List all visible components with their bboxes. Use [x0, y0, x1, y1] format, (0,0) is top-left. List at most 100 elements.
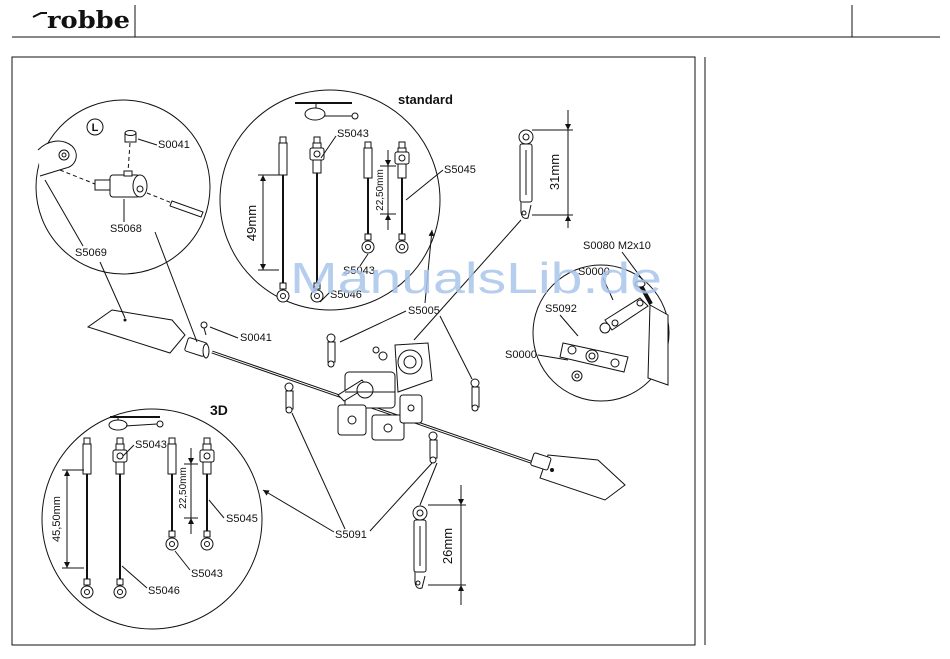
rotor-head-assembly: [338, 343, 432, 440]
ball-link-screw-shaft: [204, 328, 206, 335]
flybar-link-left: [285, 383, 293, 413]
flybar-end: [170, 201, 203, 217]
link-ball: [327, 334, 335, 342]
label-s5005: S5005: [408, 305, 440, 317]
dimension-lower-link: 26mm: [440, 528, 455, 564]
assembly-dashed-line: [60, 170, 100, 186]
flybar-rod-highlight: [212, 352, 548, 468]
detail-bubble-paddle-adapter: L S0041 S5068 S5069: [36, 100, 210, 274]
leader-line: [340, 311, 406, 342]
arm-hole: [611, 359, 619, 367]
label-s0080: S0080 M2x10: [583, 240, 651, 252]
label-s5091: S5091: [335, 529, 367, 541]
flybar-link-right-upper: [471, 379, 479, 411]
pushrod-short-c: [362, 142, 374, 253]
helicopter-icon: [295, 103, 358, 120]
washout-pivot: [348, 416, 356, 424]
page-header: robbe: [12, 5, 940, 37]
assembly-dashed-line: [147, 193, 172, 203]
dimension-upper-link: 31mm: [547, 154, 562, 190]
rod-lower-sleeve: [169, 531, 175, 537]
rod-lower-sleeve: [280, 283, 286, 289]
tail-rotor: [352, 113, 358, 119]
link-ball: [471, 379, 479, 387]
ball-socket-bore: [399, 155, 405, 161]
setup-title-3d: 3D: [210, 402, 228, 418]
ball-socket-bore: [314, 151, 320, 157]
label-s5092: S5092: [545, 303, 577, 315]
assembly-dashed-line: [128, 143, 130, 172]
head-hub-bore: [404, 356, 416, 368]
rod-tip: [314, 137, 320, 143]
link-ball: [429, 432, 437, 440]
adapter-hole: [137, 186, 143, 192]
rod-eye-bore: [170, 542, 175, 547]
link-eye-bore: [417, 510, 423, 516]
rod-lower-sleeve: [399, 234, 405, 240]
blade-grip-arm: [38, 141, 76, 176]
ball-link-screw: [201, 322, 207, 328]
rod-tip: [365, 142, 371, 148]
mixer-ball: [600, 323, 610, 333]
rod-sleeve: [168, 444, 176, 474]
label-s5043-3d-top: S5043: [135, 439, 167, 451]
link-body: [430, 440, 437, 458]
pushrod-long-b: [113, 438, 127, 598]
rod-tip: [169, 438, 175, 444]
link-body: [472, 387, 479, 407]
pushrod-short-c: [166, 438, 178, 550]
label-s5045-3d: S5045: [226, 513, 258, 525]
leader-line: [210, 327, 238, 338]
pushrod-long-a: [81, 438, 93, 598]
right-adapter-hole: [550, 468, 554, 472]
dimension-std-long-rod: 49mm: [244, 205, 259, 241]
left-adapter-end: [203, 344, 209, 358]
dimension-3d-short-rod: 22,50mm: [178, 467, 189, 509]
rod-sleeve: [279, 143, 287, 175]
link-hook: [521, 202, 531, 218]
right-paddle: [540, 455, 625, 500]
callout-line: [420, 463, 437, 505]
rod-eye-bore: [400, 245, 405, 250]
fuselage: [305, 108, 325, 120]
washout-pivot: [384, 424, 392, 432]
head-frame-edge: [648, 305, 668, 385]
leader-line: [321, 136, 336, 158]
leader-line: [440, 316, 472, 379]
arm-hole: [568, 346, 576, 354]
leader-line: [138, 139, 157, 145]
rod-lower-sleeve: [204, 531, 210, 537]
link-hook: [415, 572, 425, 588]
rod-tip: [204, 438, 210, 444]
arm-bushing-bore: [589, 353, 595, 359]
label-s5043-3d-bottom: S5043: [191, 568, 223, 580]
fuselage: [109, 420, 127, 430]
rod-eye-bore: [205, 542, 210, 547]
label-s0000-bottom: S0000: [505, 349, 537, 361]
tail-rotor: [157, 421, 163, 427]
rod-tip: [117, 438, 123, 444]
rod-lower-sleeve: [117, 579, 123, 585]
ball-link-top: [125, 131, 136, 136]
tail-boom: [126, 424, 157, 426]
label-s5069: S5069: [75, 247, 107, 259]
link-body: [286, 391, 293, 409]
ball-socket-bore: [204, 453, 210, 459]
watermark: ManualsLib.de: [290, 254, 662, 303]
rod-tip: [399, 142, 405, 148]
pushrod-short-d: [395, 142, 409, 253]
head-screw: [373, 347, 379, 353]
ball-bore: [575, 374, 579, 378]
rod-sleeve: [83, 444, 91, 474]
dimension-std-short-rod: 22,50mm: [375, 169, 386, 211]
link-hook-eye: [522, 211, 526, 215]
adapter-thread-boss: [124, 171, 132, 176]
ball-socket-bore: [117, 453, 123, 459]
link-eye: [430, 457, 436, 463]
logo-mark-icon: [33, 13, 47, 17]
pushrod-short-d: [200, 438, 214, 550]
label-s5045-std: S5045: [444, 164, 476, 176]
blade-grip-bore: [62, 153, 66, 157]
leader-line: [175, 551, 190, 570]
